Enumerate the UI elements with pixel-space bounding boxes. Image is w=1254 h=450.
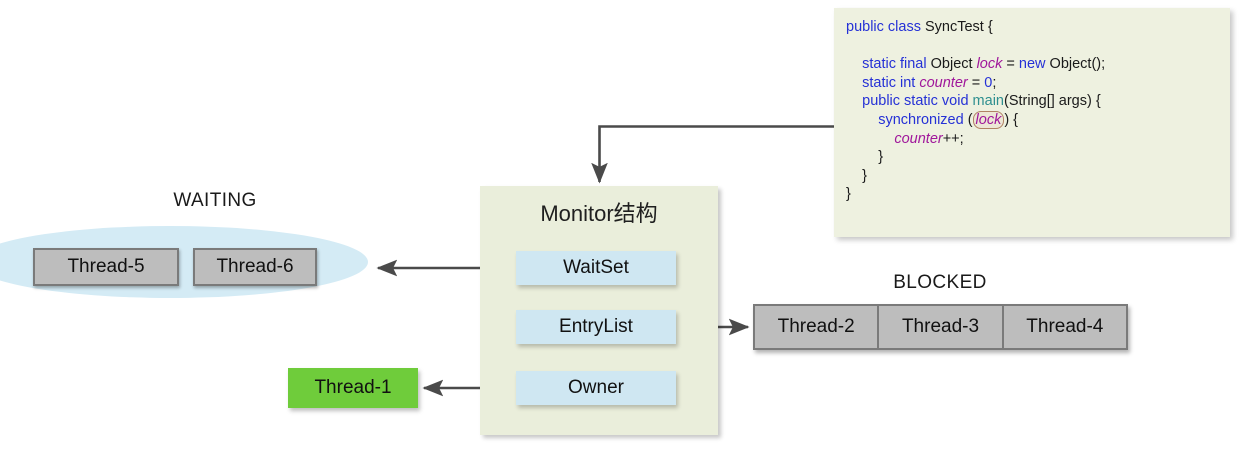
code-snippet-text: public class SyncTest { static final Obj… xyxy=(846,19,1106,203)
waiting-state-label: WAITING xyxy=(173,190,257,211)
waiting-thread-6[interactable]: Thread-6 xyxy=(193,248,317,286)
blocked-state-label: BLOCKED xyxy=(893,272,987,293)
code-keyword-new: new xyxy=(1018,56,1046,73)
code-keyword-public: public class xyxy=(846,19,921,35)
monitor-title: Monitor结构 xyxy=(540,201,658,226)
blocked-thread-2[interactable]: Thread-2 xyxy=(755,306,880,348)
owner-thread-1[interactable]: Thread-1 xyxy=(288,368,418,408)
blocked-thread-3[interactable]: Thread-3 xyxy=(879,306,1004,348)
code-var-counter-decl: counter xyxy=(919,74,968,91)
code-method-main: main xyxy=(972,93,1004,110)
code-var-counter-inc: counter xyxy=(894,130,943,147)
code-keyword-static-int: static int xyxy=(862,74,916,91)
code-literal-zero: 0 xyxy=(984,74,993,91)
code-keyword-synchronized: synchronized xyxy=(878,111,964,128)
monitor-slot-owner[interactable]: Owner xyxy=(516,371,676,405)
blocked-thread-4[interactable]: Thread-4 xyxy=(1026,316,1104,337)
code-var-lock-decl: lock xyxy=(976,56,1003,73)
code-keyword-public-static-void: public static void xyxy=(862,93,969,110)
blocked-queue: Thread-2 Thread-3 Thread-4 xyxy=(753,304,1128,350)
waiting-thread-5[interactable]: Thread-5 xyxy=(33,248,179,286)
code-highlighted-lock-token: lock xyxy=(972,110,1005,129)
monitor-slot-waitset[interactable]: WaitSet xyxy=(516,251,676,285)
code-keyword-static-final: static final xyxy=(862,56,927,73)
code-snippet-panel xyxy=(834,8,1230,237)
monitor-slot-entrylist[interactable]: EntryList xyxy=(516,310,676,344)
